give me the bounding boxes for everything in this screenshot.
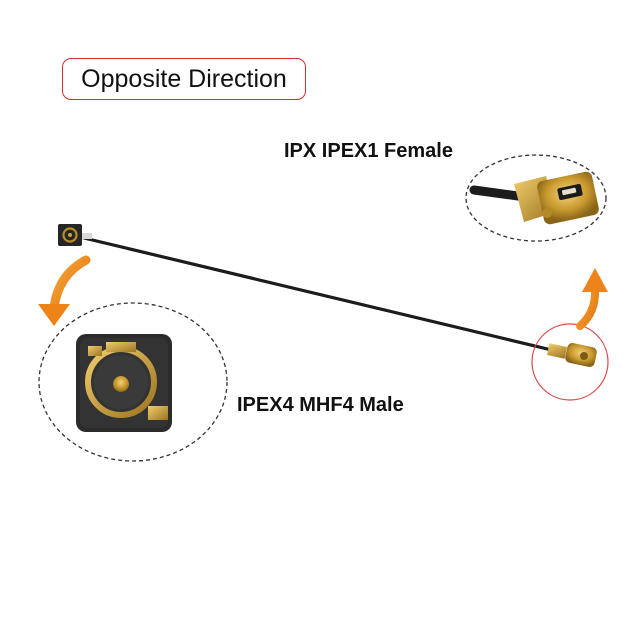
direction-title-box: Opposite Direction [62, 58, 306, 100]
male-connector-zoom [76, 334, 172, 432]
female-connector-label: IPX IPEX1 Female [284, 140, 453, 162]
arrow-up-right-icon [576, 268, 608, 330]
zoom-ellipse-male [38, 302, 228, 462]
arrow-down-left-icon [38, 255, 91, 326]
female-connector-zoom [469, 171, 599, 225]
zoom-ellipse-female [465, 154, 607, 242]
male-connector-label: IPEX4 MHF4 Male [237, 394, 404, 416]
highlight-circle-female [531, 323, 609, 401]
coax-cable [82, 236, 562, 354]
direction-title: Opposite Direction [81, 64, 287, 93]
female-connector-small [546, 343, 597, 367]
male-connector-small [58, 224, 92, 246]
